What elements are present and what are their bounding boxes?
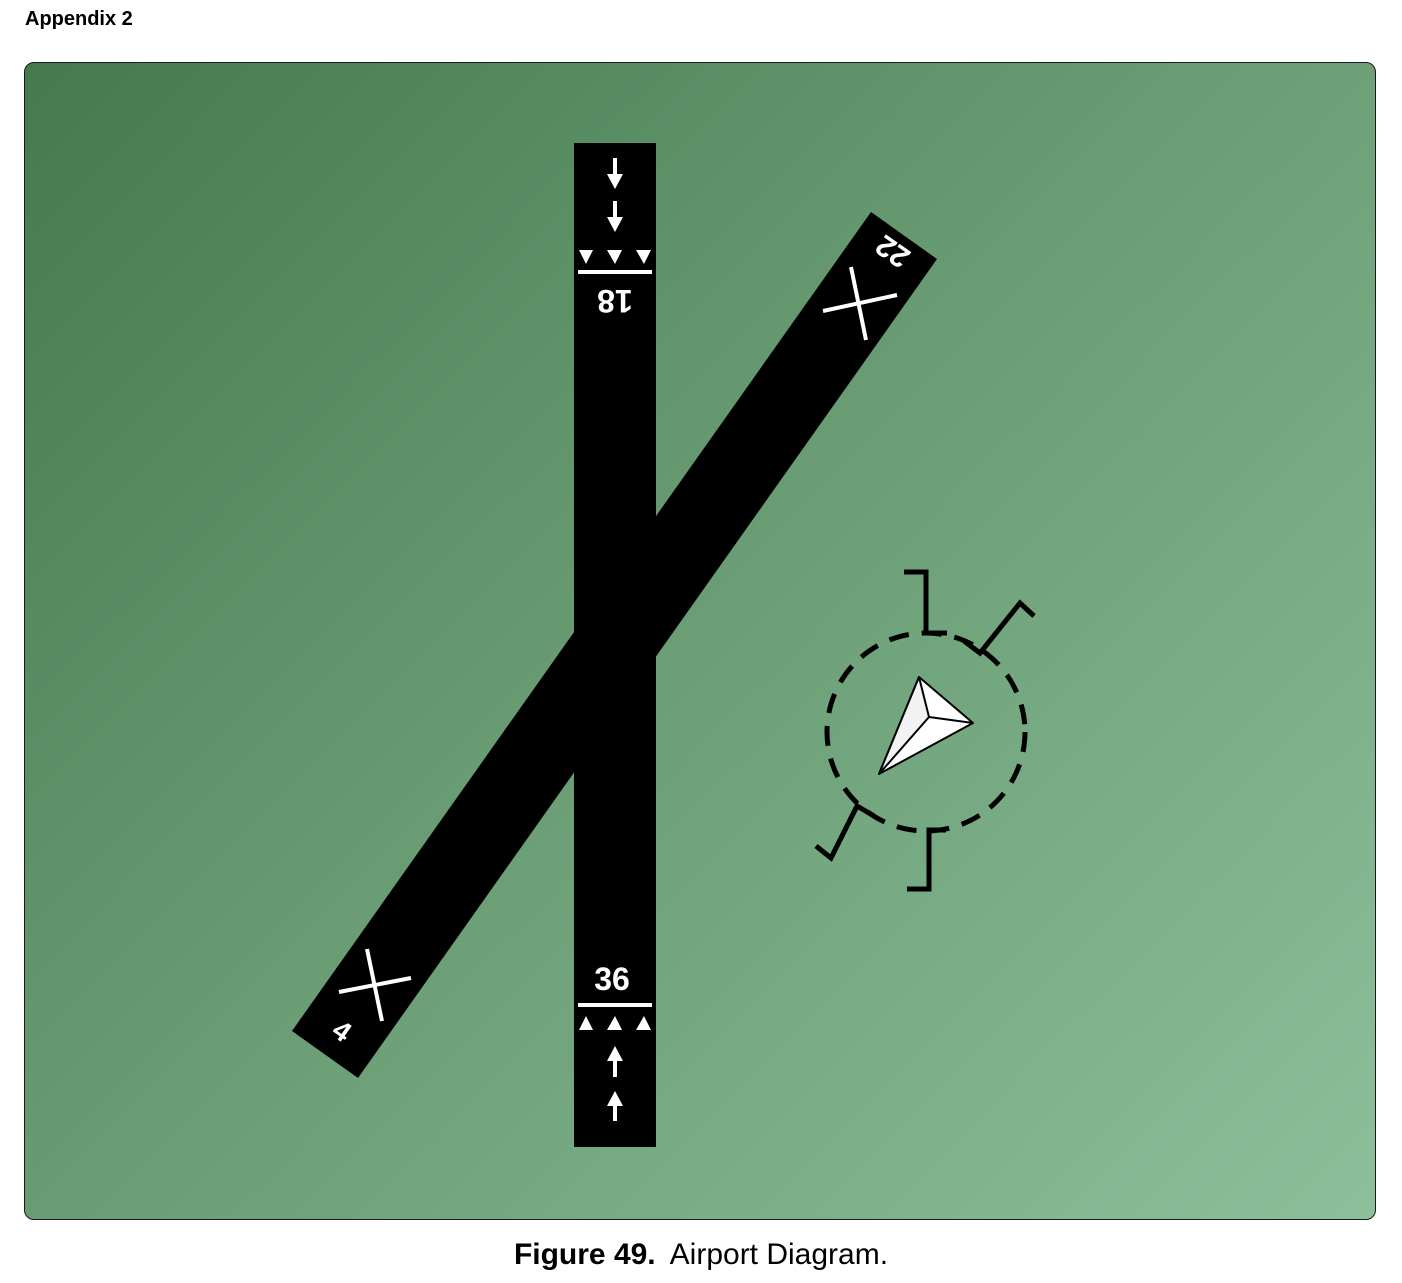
runway-number-36: 36 (594, 961, 630, 997)
runway-18-36 (574, 143, 656, 1147)
threshold-arrow-icon (579, 1016, 651, 1030)
figure-number: Figure 49. (513, 1238, 656, 1271)
threshold-arrow-icon (579, 250, 651, 264)
segmented-circle-icon (814, 569, 1036, 892)
approach-arrow-icon (607, 1091, 623, 1121)
x-marker-icon (338, 948, 412, 1022)
traffic-pattern-indicator-4 (814, 802, 876, 862)
airport-diagram-panel: 18 36 22 (24, 62, 1376, 1220)
figure-title: Airport Diagram. (669, 1238, 889, 1271)
runway-number-18: 18 (597, 283, 633, 319)
traffic-pattern-indicator-36 (907, 827, 946, 892)
approach-arrow-icon (607, 158, 623, 189)
airport-diagram: 18 36 22 (292, 143, 1036, 1147)
traffic-pattern-indicator-22 (962, 599, 1036, 657)
tetrahedron-icon (878, 676, 974, 775)
approach-arrow-icon (607, 201, 623, 232)
approach-arrow-icon (607, 1046, 623, 1077)
runway-18-end: 18 (578, 158, 652, 319)
runway-18-36-surface (574, 143, 656, 1147)
figure-caption: Figure 49. Airport Diagram. (0, 1238, 1402, 1272)
x-marker-icon (822, 266, 898, 341)
traffic-pattern-indicator-18 (904, 569, 947, 636)
runway-36-end: 36 (578, 961, 652, 1121)
appendix-label: Appendix 2 (25, 8, 133, 30)
